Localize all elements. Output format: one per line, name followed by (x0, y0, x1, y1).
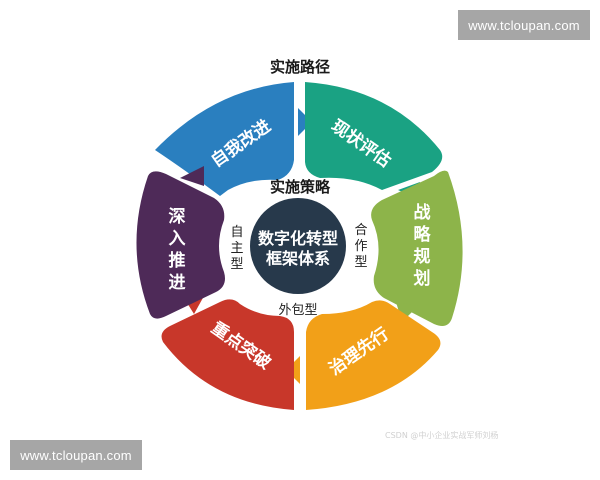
credit-text: CSDN @中小企业实战军师刘杨 (385, 430, 498, 440)
svg-text:规: 规 (414, 247, 431, 267)
watermark-top: www.tcloupan.com (458, 10, 590, 40)
segment-governance-first: 治理先行 (286, 300, 441, 410)
svg-text:作: 作 (354, 239, 367, 254)
segment-label: 深 入 推 进 (169, 206, 186, 293)
inner-title: 实施策略 (270, 178, 331, 196)
segment-deep-advance: 深 入 推 进 (136, 166, 225, 319)
svg-text:战: 战 (414, 203, 431, 223)
segment-shape (306, 300, 441, 410)
watermark-bottom: www.tcloupan.com (10, 440, 142, 470)
segment-shape (305, 82, 443, 190)
segment-key-breakthrough: 重点突破 (161, 296, 294, 410)
svg-text:合: 合 (354, 223, 367, 238)
segment-shape (136, 171, 225, 319)
center-title-line2: 框架体系 (266, 249, 330, 268)
segment-shape (155, 82, 294, 196)
strategy-type-right: 合 作 型 (354, 223, 367, 270)
svg-text:自: 自 (230, 225, 243, 240)
svg-text:主: 主 (230, 241, 243, 256)
svg-text:型: 型 (230, 257, 243, 272)
segment-shape (161, 299, 294, 410)
segment-self-improvement: 自我改进 (155, 82, 312, 196)
svg-text:型: 型 (354, 255, 367, 270)
svg-text:略: 略 (414, 224, 432, 245)
center-circle (250, 198, 346, 294)
segment-shape (371, 170, 463, 326)
center-hub: 数字化转型 框架体系 (250, 198, 346, 294)
svg-text:推: 推 (169, 250, 186, 271)
strategy-type-bottom: 外包型 (278, 303, 317, 318)
segment-label: 战 略 规 划 (414, 203, 432, 289)
svg-text:入: 入 (169, 229, 186, 249)
arrow-icon (180, 166, 204, 186)
strategy-type-left: 自 主 型 (230, 225, 243, 272)
svg-text:深: 深 (169, 206, 186, 227)
outer-title: 实施路径 (270, 58, 330, 76)
svg-text:划: 划 (414, 268, 431, 289)
center-title-line1: 数字化转型 (258, 229, 338, 248)
svg-text:进: 进 (169, 273, 186, 293)
